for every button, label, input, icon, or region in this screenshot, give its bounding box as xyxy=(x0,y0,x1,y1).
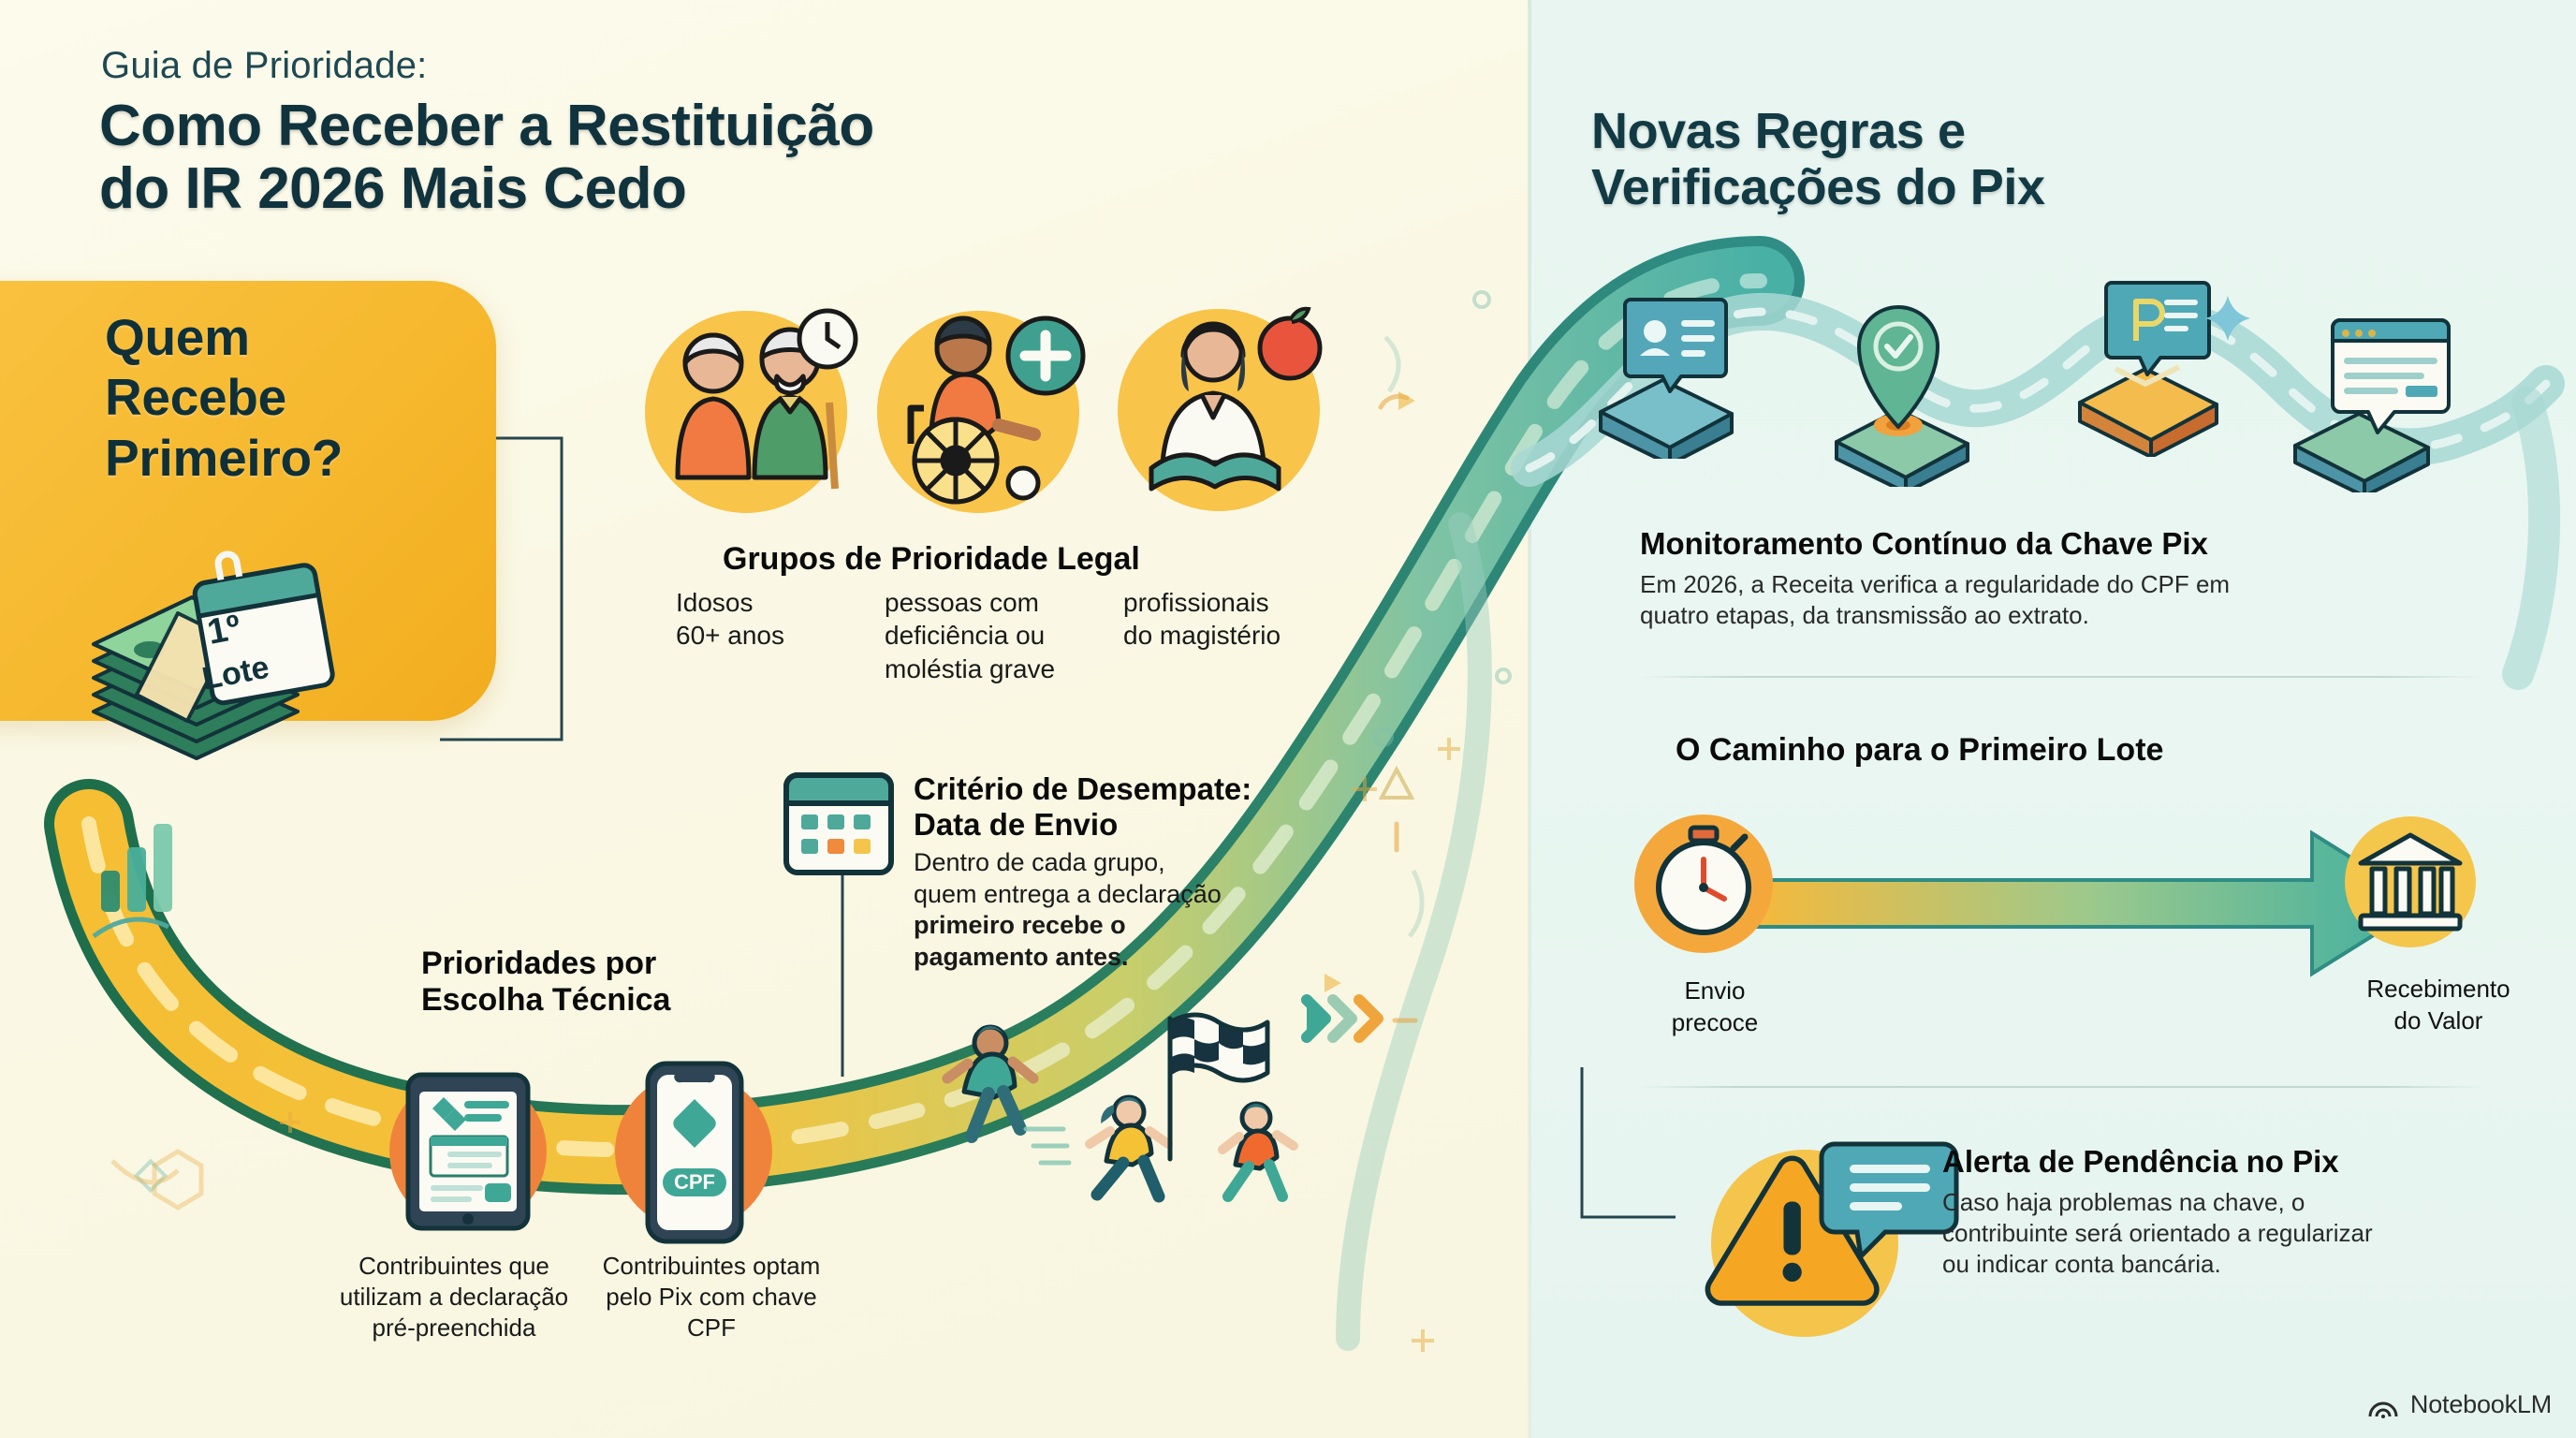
escolha-tecnica-line2: Escolha Técnica xyxy=(421,982,671,1019)
quem-line1: Quem xyxy=(105,308,250,366)
alerta-block: Alerta de Pendência no Pix Caso haja pro… xyxy=(1942,1144,2532,1281)
desempate-title-line2: Data de Envio xyxy=(914,806,1119,842)
envio-label-line1: Envio xyxy=(1684,976,1746,1005)
monitoramento-block: Monitoramento Contínuo da Chave Pix Em 2… xyxy=(1640,526,2379,631)
right-panel-title: Novas Regras e Verificações do Pix xyxy=(1591,103,2045,216)
grupo-3-line1: profissionais xyxy=(1123,588,1269,617)
alerta-title: Alerta de Pendência no Pix xyxy=(1942,1144,2339,1179)
watermark-label: NotebookLM xyxy=(2409,1390,2552,1418)
page-title-line2: do IR 2026 Mais Cedo xyxy=(99,155,687,221)
grupos-title: Grupos de Prioridade Legal xyxy=(723,541,1140,577)
quem-line3: Primeiro? xyxy=(105,428,344,487)
grupo-column-2: pessoas com deficiência ou moléstia grav… xyxy=(885,586,1128,685)
panel-divider xyxy=(1528,0,1531,1438)
desempate-title: Critério de Desempate: Data de Envio xyxy=(914,771,1382,842)
page-title-line1: Como Receber a Restituição xyxy=(99,94,874,158)
notebooklm-logo-icon xyxy=(2368,1401,2398,1418)
alerta-body: Caso haja problemas na chave, o contribu… xyxy=(1942,1187,2532,1281)
desempate-block: Critério de Desempate: Data de Envio Den… xyxy=(914,771,1382,973)
grupo-1-line2: 60+ anos xyxy=(676,621,784,651)
monitoramento-body-line1: Em 2026, a Receita verifica a regularida… xyxy=(1640,569,2231,598)
recebimento-label-line2: do Valor xyxy=(2393,1005,2483,1034)
envio-precoce-label: Envio precoce xyxy=(1631,976,1799,1039)
desempate-title-line1: Critério de Desempate: xyxy=(914,771,1252,806)
caminho-title: O Caminho para o Primeiro Lote xyxy=(1676,732,2164,768)
envio-label-line2: precoce xyxy=(1671,1007,1759,1036)
recebimento-label: Recebimento do Valor xyxy=(2331,974,2546,1037)
desempate-body: Dentro de cada grupo, quem entrega a dec… xyxy=(914,847,1382,973)
desempate-body-line4: pagamento antes. xyxy=(914,942,1129,971)
grupo-1-line1: Idosos xyxy=(676,588,754,617)
alerta-body-line1: Caso haja problemas na chave, o xyxy=(1942,1187,2305,1216)
grupo-2-line3: moléstia grave xyxy=(885,653,1056,683)
escolha-caption-1: Contribuintes que utilizam a declaração … xyxy=(339,1252,569,1342)
quem-line2: Recebe xyxy=(105,368,286,427)
grupo-column-3: profissionais do magistério xyxy=(1123,586,1348,653)
alerta-body-line2: contribuinte será orientado a regulariza… xyxy=(1942,1219,2373,1248)
watermark: NotebookLM xyxy=(2367,1390,2552,1419)
desempate-body-line1: Dentro de cada grupo, xyxy=(914,848,1165,877)
right-title-line2: Verificações do Pix xyxy=(1591,159,2045,216)
escolha-tecnica-title: Prioridades por Escolha Técnica xyxy=(421,946,670,1020)
recebimento-label-line1: Recebimento xyxy=(2366,975,2510,1003)
desempate-body-line3: primeiro recebe o xyxy=(914,911,1126,940)
right-divider-1 xyxy=(1640,676,2482,678)
page-title: Como Receber a Restituição do IR 2026 Ma… xyxy=(99,95,874,221)
escolha-caption-2: Contribuintes optam pelo Pix com chave C… xyxy=(602,1252,821,1342)
kicker-text: Guia de Prioridade: xyxy=(101,45,428,86)
grupo-column-1: Idosos 60+ anos xyxy=(676,586,872,653)
escolha-tecnica-line1: Prioridades por xyxy=(421,946,657,981)
desempate-body-line2: quem entrega a declaração xyxy=(914,879,1222,908)
monitoramento-title: Monitoramento Contínuo da Chave Pix xyxy=(1640,526,2208,561)
grupo-2-line2: deficiência ou xyxy=(885,621,1046,651)
right-divider-2 xyxy=(1640,1086,2482,1088)
monitoramento-body-line2: quatro etapas, da transmissão ao extrato… xyxy=(1640,601,2089,630)
alerta-body-line3: ou indicar conta bancária. xyxy=(1942,1250,2221,1279)
monitoramento-body: Em 2026, a Receita verifica a regularida… xyxy=(1640,569,2379,632)
right-title-line1: Novas Regras e xyxy=(1591,103,1966,159)
quem-recebe-label: Quem Recebe Primeiro? xyxy=(105,307,343,488)
grupo-2-line1: pessoas com xyxy=(885,588,1039,617)
grupo-3-line2: do magistério xyxy=(1123,621,1281,651)
